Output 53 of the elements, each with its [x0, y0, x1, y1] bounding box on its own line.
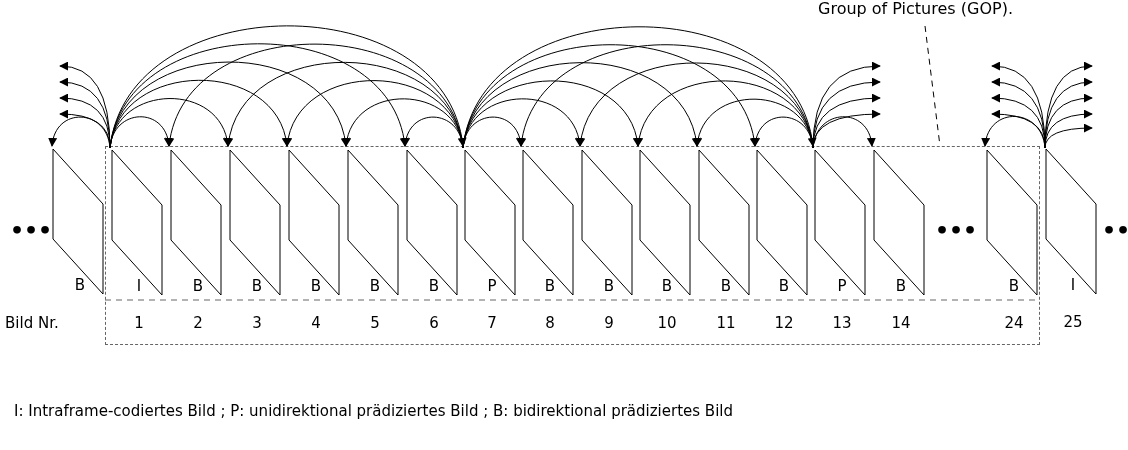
gop-dashed-box — [105, 146, 1040, 345]
arrow — [343, 98, 464, 149]
frame-type-letter: B — [602, 277, 616, 295]
group-title: Group of Pictures (GOP). — [818, 0, 1013, 18]
frame-number: 3 — [251, 314, 263, 332]
frame-type-letter: B — [250, 277, 264, 295]
frame-type-letter: B — [191, 277, 205, 295]
frame-number: 13 — [831, 314, 853, 332]
arrow — [166, 43, 464, 149]
frame-type-letter: I — [135, 277, 143, 295]
frame-type-letter: B — [368, 277, 382, 295]
arrow — [49, 116, 111, 149]
frame-number: 6 — [428, 314, 440, 332]
arrow — [402, 116, 464, 149]
frame-number: 24 — [1003, 314, 1025, 332]
arrow — [812, 116, 875, 149]
arrow — [462, 26, 816, 149]
frame-type-letter: B — [427, 277, 441, 295]
frame-number: 14 — [890, 314, 912, 332]
frame-number: 4 — [310, 314, 322, 332]
frame-type-letter: B — [73, 276, 87, 294]
arrow — [284, 80, 464, 149]
frame-number: 25 — [1062, 313, 1084, 331]
ellipsis: ••• — [10, 222, 53, 240]
arrow — [752, 116, 814, 149]
frame-type-letter: P — [486, 277, 498, 295]
arrow — [518, 44, 814, 149]
ellipsis: ••• — [935, 222, 978, 240]
caption: I: Intraframe-codiertes Bild ; P: unidirektional prädiziertes Bild ; B: bidirektional prädiziertes Bild — [14, 402, 733, 420]
ellipsis: •• — [1102, 222, 1128, 240]
frame-number: 11 — [715, 314, 737, 332]
frame-type-letter: P — [836, 277, 848, 295]
row-label: Bild Nr. — [5, 314, 59, 332]
frame-number: 1 — [133, 314, 145, 332]
frame-type-letter: B — [1007, 277, 1021, 295]
frame-number: 12 — [773, 314, 795, 332]
arrow — [635, 80, 814, 149]
arrow — [694, 98, 814, 149]
frame-number: 5 — [369, 314, 381, 332]
frame-number: 2 — [192, 314, 204, 332]
frame-type-letter: B — [543, 277, 557, 295]
frame-number: 8 — [544, 314, 556, 332]
arrow — [109, 25, 466, 149]
arrow — [982, 116, 1046, 149]
frame-number: 7 — [486, 314, 498, 332]
frame-number: 9 — [603, 314, 615, 332]
frame-type-letter: B — [894, 277, 908, 295]
frame-type-letter: B — [719, 277, 733, 295]
frame-type-letter: I — [1069, 276, 1077, 294]
frame-type-letter: B — [777, 277, 791, 295]
frame-number: 10 — [656, 314, 678, 332]
frame-type-letter: B — [309, 277, 323, 295]
frame-type-letter: B — [660, 277, 674, 295]
